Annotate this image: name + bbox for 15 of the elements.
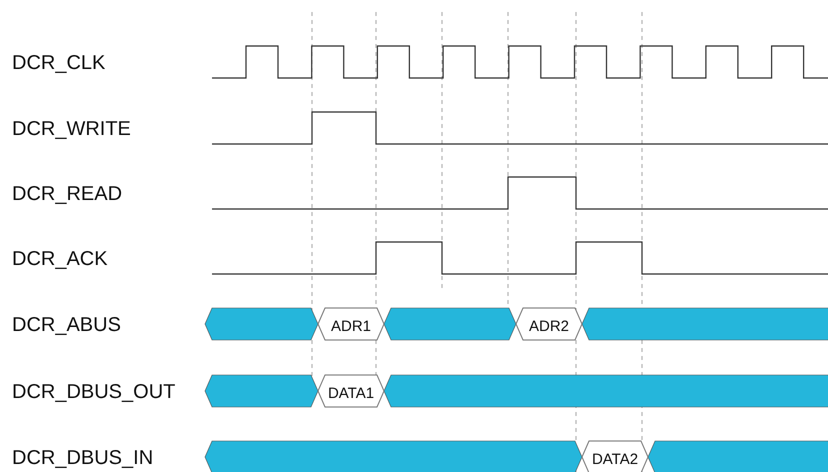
signal-name: DCR_CLK — [12, 52, 106, 74]
bus-value-hexagon — [581, 440, 649, 472]
signal-name: DCR_DBUS_OUT — [12, 381, 176, 403]
bus-value-label: DATA2 — [592, 451, 638, 468]
signal-name: DCR_ABUS — [12, 314, 121, 336]
bus-value-hexagon — [317, 374, 385, 408]
bus-value-hexagon — [515, 308, 583, 340]
signal-name: DCR_READ — [12, 183, 122, 205]
bus-value-label: DATA1 — [328, 385, 374, 402]
bus-value-label: ADR2 — [529, 318, 569, 335]
bus-value-label: ADR1 — [331, 318, 371, 335]
signal-name: DCR_DBUS_IN — [12, 447, 154, 469]
signal-name: DCR_ACK — [12, 248, 108, 270]
bus-value-hexagon — [317, 308, 385, 340]
signal-name: DCR_WRITE — [12, 118, 131, 140]
